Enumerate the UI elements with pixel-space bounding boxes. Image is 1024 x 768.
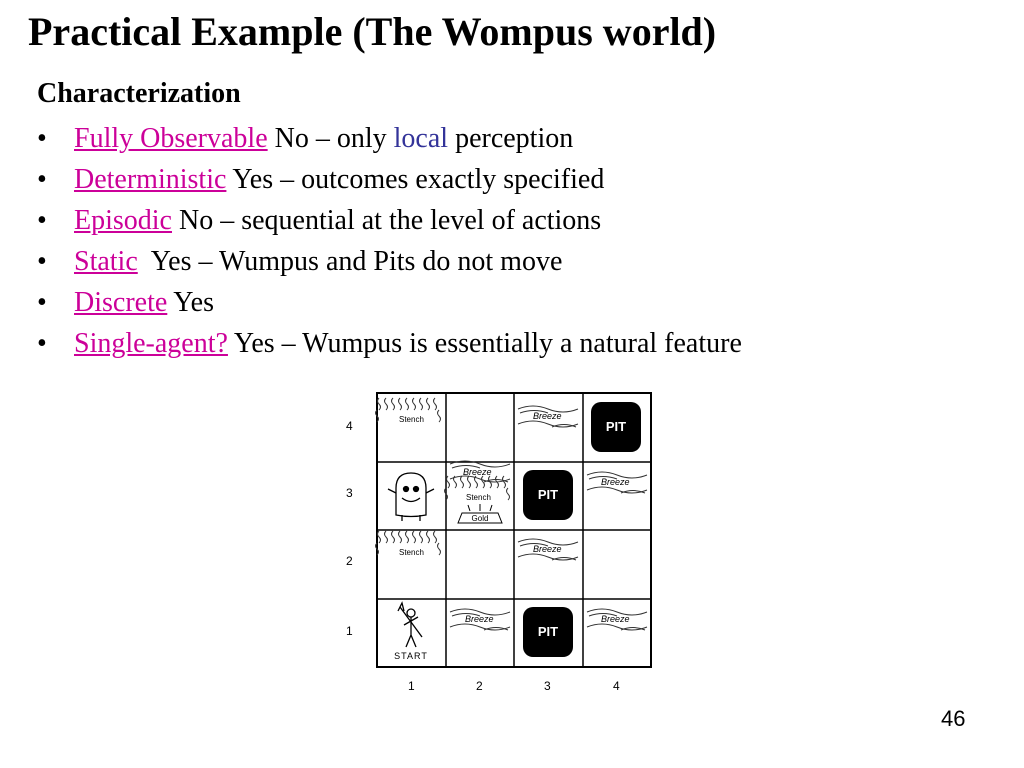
- pit-label: PIT: [538, 487, 558, 502]
- breeze-label: Breeze: [533, 411, 562, 421]
- bullet-discrete: • Discrete Yes: [37, 282, 742, 323]
- bullet-text: No – only: [267, 123, 394, 154]
- slide-subtitle: Characterization: [37, 78, 241, 109]
- start-label: START: [394, 651, 428, 661]
- bullet-text: perception: [448, 123, 574, 154]
- link-static[interactable]: Static: [74, 246, 138, 277]
- row-label-3: 3: [346, 486, 353, 500]
- pit-icon: [523, 470, 573, 520]
- bullet-text: Yes – Wumpus is essentially a natural fe…: [227, 328, 742, 359]
- bullet-dot: •: [37, 205, 47, 236]
- link-deterministic[interactable]: Deterministic: [74, 164, 227, 195]
- stench-label: Stench: [466, 493, 491, 502]
- bullet-episodic: • Episodic No – sequential at the level …: [37, 200, 742, 241]
- bullet-highlight-local: local: [393, 123, 449, 154]
- wumpus-world-figure: 4 3 2 1 1 2 3 4 Stench Breeze PIT Breeze…: [330, 385, 670, 705]
- col-label-1: 1: [408, 679, 415, 693]
- bullet-single-agent: • Single-agent? Yes – Wumpus is essentia…: [37, 323, 742, 364]
- characterization-list: • Fully Observable No – only local perce…: [37, 118, 742, 364]
- bullet-dot: •: [37, 246, 47, 277]
- link-discrete[interactable]: Discrete: [74, 287, 168, 318]
- link-fully-observable[interactable]: Fully Observable: [74, 123, 268, 154]
- bullet-text: Yes – outcomes exactly specified: [226, 164, 605, 195]
- wumpus-grid: 4 3 2 1 1 2 3 4 Stench Breeze PIT Breeze…: [346, 392, 652, 693]
- agent-icon: [397, 601, 423, 648]
- bullet-deterministic: • Deterministic Yes – outcomes exactly s…: [37, 159, 742, 200]
- breeze-label: Breeze: [601, 477, 630, 487]
- bullet-text: Yes – Wumpus and Pits do not move: [137, 246, 563, 277]
- col-label-3: 3: [544, 679, 551, 693]
- row-label-4: 4: [346, 419, 353, 433]
- page-number: 46: [941, 706, 966, 731]
- bullet-text: No – sequential at the level of actions: [172, 205, 602, 236]
- row-label-2: 2: [346, 554, 353, 568]
- slide-title: Practical Example (The Wompus world): [28, 9, 717, 54]
- gold-icon: [457, 512, 503, 524]
- bullet-fully-observable: • Fully Observable No – only local perce…: [37, 118, 742, 159]
- col-label-2: 2: [476, 679, 483, 693]
- col-label-4: 4: [613, 679, 620, 693]
- breeze-label: Breeze: [465, 614, 494, 624]
- stench-label: Stench: [399, 548, 424, 557]
- breeze-label: Breeze: [463, 467, 492, 477]
- breeze-label: Breeze: [601, 614, 630, 624]
- gold-label: Gold: [472, 514, 489, 523]
- bullet-dot: •: [37, 164, 47, 195]
- bullet-dot: •: [37, 123, 47, 154]
- stench-label: Stench: [399, 415, 424, 424]
- bullet-static: • Static Yes – Wumpus and Pits do not mo…: [37, 241, 742, 282]
- bullet-text: Yes: [167, 287, 214, 318]
- pit-label: PIT: [538, 624, 558, 639]
- link-single-agent[interactable]: Single-agent?: [74, 328, 228, 359]
- pit-icon: [523, 607, 573, 657]
- row-label-1: 1: [346, 624, 353, 638]
- bullet-dot: •: [37, 287, 47, 318]
- wumpus-icon: [387, 472, 435, 521]
- pit-icon: [591, 402, 641, 452]
- link-episodic[interactable]: Episodic: [74, 205, 172, 236]
- breeze-label: Breeze: [533, 544, 562, 554]
- pit-label: PIT: [606, 419, 626, 434]
- bullet-dot: •: [37, 328, 47, 359]
